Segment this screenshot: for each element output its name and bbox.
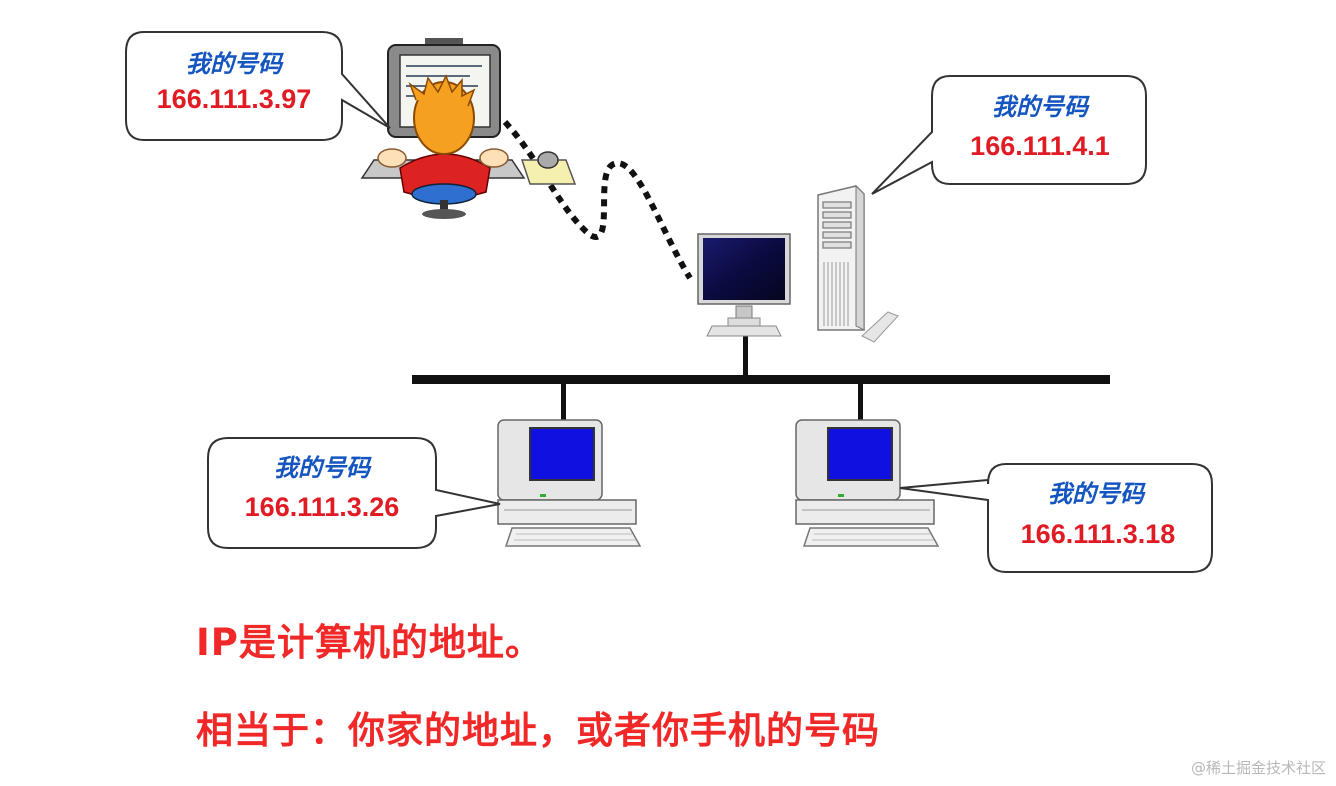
dialup-link-dotted [502,119,693,280]
user-computer-icon [360,38,577,219]
caption-analogy: 相当于：你家的地址，或者你手机的号码 [196,709,880,752]
network-bus [412,336,1110,420]
bubble-left-label: 我的号码 [274,453,372,482]
host-monitor-icon [697,233,791,337]
bubble-user: 我的号码 166.111.3.97 [125,31,391,141]
caption-ip-definition: IP是计算机的地址。 [196,621,543,664]
bubble-server-ip: 166.111.4.1 [970,131,1110,161]
bubble-right-label: 我的号码 [1048,479,1146,508]
bubble-right-ip: 166.111.3.18 [1021,519,1176,549]
bubble-user-label: 我的号码 [186,49,284,78]
server-tower-icon [817,184,899,343]
bubble-left-ip: 166.111.3.26 [245,492,400,522]
bubble-server-label: 我的号码 [992,92,1090,121]
bubble-server: 我的号码 166.111.4.1 [871,75,1147,195]
bubble-workstation-left: 我的号码 166.111.3.26 [207,437,501,549]
watermark: @稀土掘金技术社区 [1190,759,1326,777]
bubble-workstation-right: 我的号码 166.111.3.18 [899,463,1213,573]
bubble-user-ip: 166.111.3.97 [157,84,312,114]
workstation-right-icon [795,419,940,547]
workstation-left-icon [497,419,642,547]
